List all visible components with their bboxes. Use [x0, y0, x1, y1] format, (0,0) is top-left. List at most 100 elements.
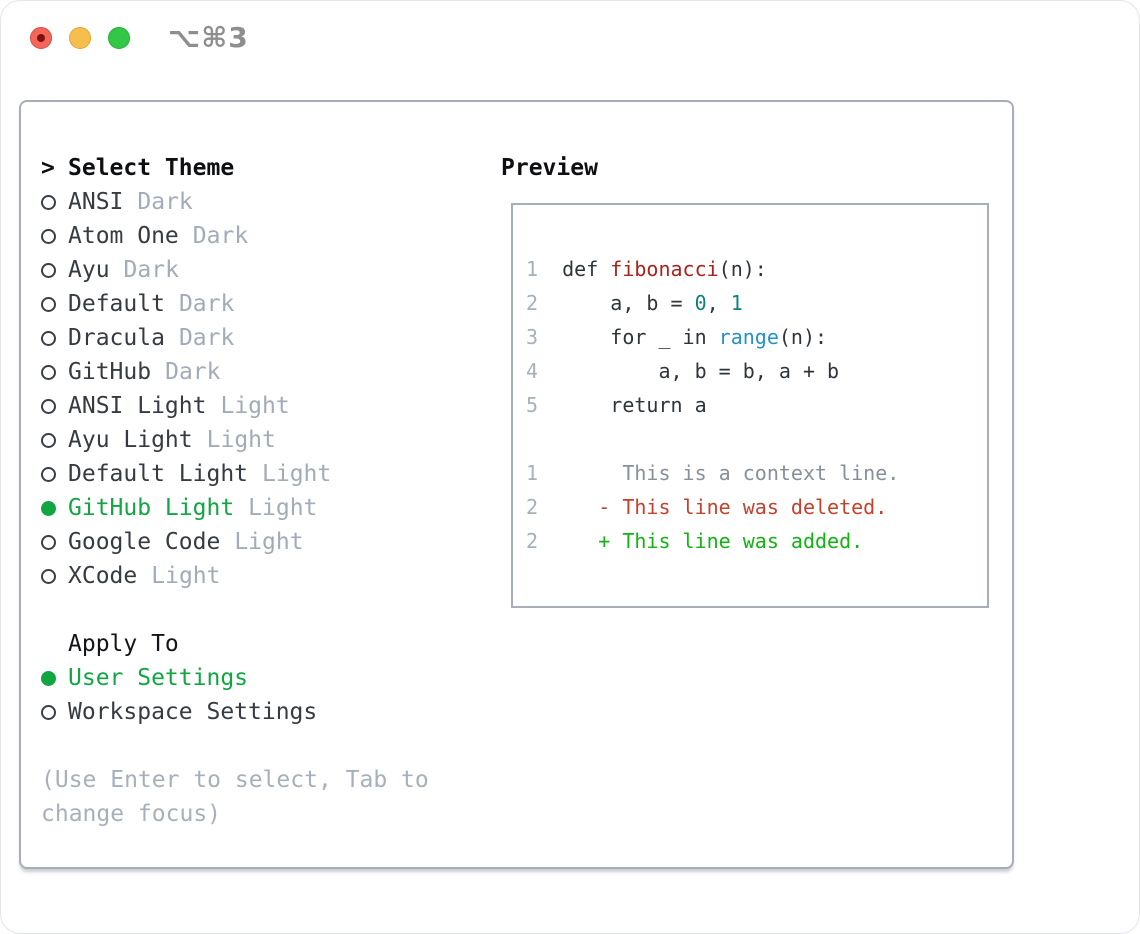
radio-icon: [41, 466, 56, 482]
code-segment: fibonacci: [610, 257, 719, 281]
select-theme-heading-label: Select Theme: [68, 155, 235, 181]
theme-option-tag: Light: [262, 461, 332, 487]
radio-icon: [41, 194, 56, 210]
theme-option-label: Dracula: [68, 325, 165, 351]
titlebar: ⌥⌘3: [1, 1, 1139, 76]
spacer: [41, 729, 429, 763]
code-line: 1 def fibonacci(n):: [526, 252, 987, 286]
theme-option[interactable]: Google Code Light: [41, 525, 429, 559]
theme-option-label: Google Code: [68, 529, 221, 555]
code-segment: - This line was deleted.: [562, 495, 888, 519]
theme-option-label: ANSI: [68, 189, 124, 215]
theme-option-label: Default Light: [68, 461, 249, 487]
radio-icon: [41, 364, 56, 380]
zoom-button[interactable]: [108, 27, 130, 49]
theme-option-tag: Dark: [192, 223, 249, 249]
code-segment: + This line was added.: [562, 529, 864, 553]
line-number: 4: [526, 359, 563, 383]
radio-icon: [41, 704, 56, 720]
theme-option-label: Atom One: [68, 223, 179, 249]
code-line: 2 + This line was added.: [526, 524, 987, 558]
code-line: 2 a, b = 0, 1: [526, 286, 987, 320]
theme-picker-panel: > Select Theme ANSI Dark Atom One Dark A…: [19, 100, 1014, 869]
window-title: ⌥⌘3: [168, 21, 249, 54]
hint-text: (Use Enter to select, Tab to change focus…: [41, 763, 429, 831]
theme-option-tag: Light: [220, 393, 290, 419]
code-segment: return a: [562, 393, 707, 417]
line-number: 2: [526, 495, 563, 519]
code-segment: 1: [730, 291, 743, 315]
theme-option[interactable]: Ayu Light Light: [41, 423, 429, 457]
radio-icon: [41, 398, 56, 414]
radio-icon: [41, 262, 56, 278]
theme-option-tag: Light: [206, 427, 276, 453]
code-line: 5 return a: [526, 388, 987, 422]
theme-option-label: GitHub: [68, 359, 152, 385]
theme-option[interactable]: Default Dark: [41, 287, 429, 321]
theme-option[interactable]: Default Light Light: [41, 457, 429, 491]
theme-selector: > Select Theme ANSI Dark Atom One Dark A…: [41, 151, 429, 831]
code-segment: a, b =: [562, 291, 695, 315]
theme-option-tag: Light: [248, 495, 318, 521]
hint-line: change focus): [41, 801, 222, 827]
hint-line: (Use Enter to select, Tab to: [41, 767, 429, 793]
theme-option-tag: Dark: [178, 325, 235, 351]
code-line: [526, 422, 987, 456]
theme-option[interactable]: GitHub Light Light: [41, 491, 429, 525]
code-segment: 0: [694, 291, 707, 315]
code-segment: range: [718, 325, 779, 349]
radio-icon: [41, 568, 56, 584]
line-number: 5: [526, 393, 563, 417]
select-theme-heading: > Select Theme: [41, 151, 429, 185]
code-segment: for _ in: [562, 325, 719, 349]
theme-list: ANSI Dark Atom One Dark Ayu Dark Default…: [41, 185, 429, 593]
radio-icon: [41, 330, 56, 346]
line-number: 1: [526, 257, 563, 281]
close-button[interactable]: [30, 27, 52, 49]
theme-option-tag: Dark: [165, 359, 221, 385]
radio-icon: [41, 500, 56, 516]
apply-to-list: User Settings Workspace Settings: [41, 661, 429, 729]
radio-icon: [41, 432, 56, 448]
line-number: 2: [526, 291, 563, 315]
radio-icon: [41, 670, 56, 686]
theme-option[interactable]: GitHub Dark: [41, 355, 429, 389]
radio-icon: [41, 296, 56, 312]
theme-option[interactable]: Atom One Dark: [41, 219, 429, 253]
code-segment: This is a context line.: [562, 461, 900, 485]
spacer: [41, 593, 429, 627]
theme-option-label: Ayu Light: [68, 427, 193, 453]
apply-to-heading: Apply To: [41, 627, 429, 661]
theme-option[interactable]: ANSI Dark: [41, 185, 429, 219]
code-segment: (n):: [778, 325, 828, 349]
theme-option[interactable]: Dracula Dark: [41, 321, 429, 355]
apply-to-option[interactable]: Workspace Settings: [41, 695, 429, 729]
code-segment: ,: [706, 291, 731, 315]
apply-to-option-label: User Settings: [68, 665, 249, 691]
theme-option[interactable]: XCode Light: [41, 559, 429, 593]
traffic-lights: [30, 27, 130, 49]
theme-option-tag: Dark: [178, 291, 235, 317]
line-number: 2: [526, 529, 563, 553]
theme-option-tag: Dark: [137, 189, 193, 215]
theme-option[interactable]: ANSI Light Light: [41, 389, 429, 423]
cursor-marker: >: [41, 155, 55, 181]
theme-option-tag: Dark: [123, 257, 179, 283]
theme-option-tag: Light: [151, 563, 221, 589]
code-segment: (n):: [718, 257, 767, 281]
radio-icon: [41, 534, 56, 550]
code-line: 4 a, b = b, a + b: [526, 354, 987, 388]
theme-option-tag: Light: [234, 529, 304, 555]
apply-to-heading-label: Apply To: [68, 631, 179, 657]
radio-icon: [41, 228, 56, 244]
theme-option-label: XCode: [68, 563, 138, 589]
code-line: 1 This is a context line.: [526, 456, 987, 490]
code-segment: a, b = b, a + b: [562, 359, 840, 383]
minimize-button[interactable]: [69, 27, 91, 49]
theme-option[interactable]: Ayu Dark: [41, 253, 429, 287]
apply-to-option[interactable]: User Settings: [41, 661, 429, 695]
unsaved-indicator-dot: [37, 34, 45, 42]
